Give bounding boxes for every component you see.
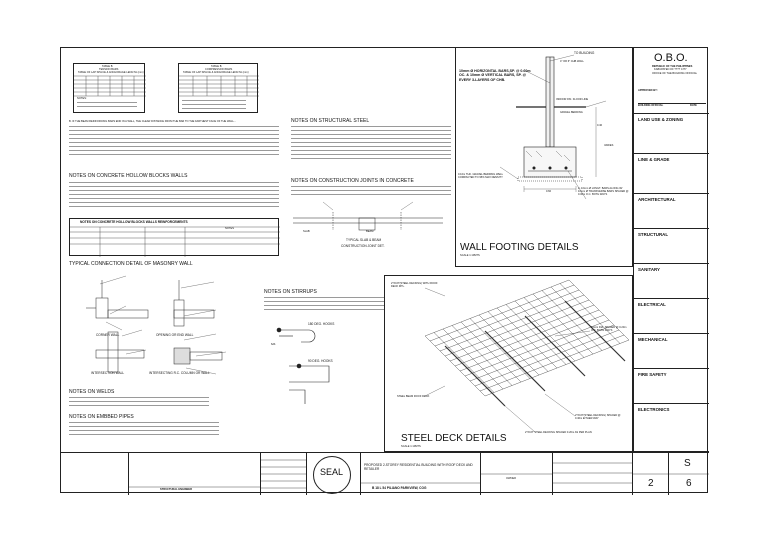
table-subtitle: COMPRESSION BARS [205, 68, 233, 71]
table-grid [179, 75, 259, 97]
chb-reinforcement-table: NOTES ON CONCRETE HOLLOW BLOCKS WALLS RE… [69, 218, 280, 257]
slab-beam-caption-2: CONSTRUCTION JOINT DET. [341, 244, 385, 248]
deck-label-4: 2"X0.8"(STEEL DECKING) SPACED @ 0.40m EI… [575, 414, 621, 421]
hooks-90-label: 90 DEG. HOOKS [308, 359, 333, 363]
bottom-bars-note: 2- 10mm Ø LONGT. BARS ALONG W/ 10mm Ø TR… [578, 187, 629, 197]
deck-label-3: STEEL BEAM ROOF DECK [397, 395, 430, 398]
db6-label: 6db [271, 343, 276, 346]
steel-deck-scale: SCALE 1:10MTS [401, 445, 421, 448]
table-caption: TABLE OF LAP SPLICE & ANCHORAGE LENGTH (… [183, 71, 249, 74]
compacted-gravel-note: 0.10m THK. GRAVEL BEDDING WELL COMPACTED… [458, 173, 503, 180]
wall-label: 4" OR 6" CHB WALL [560, 60, 584, 63]
stirrups-notes-title: NOTES ON STIRRUPS [264, 289, 317, 295]
project-location: B 18 L 54 PILIANO PARKVIEW, COG [372, 486, 427, 490]
rebar-notes: B. IF THE BEAM REINFORCING BARS END IN A… [69, 120, 237, 123]
table-caption: TABLE OF LAP SPLICE & ANCHORAGE LENGTH (… [78, 71, 144, 74]
approval-row: STRUCTURAL [634, 228, 709, 264]
approval-row: LAND USE & ZONING [634, 113, 709, 149]
table-title: TABLE B [102, 65, 113, 68]
compression-bars-table: TABLE B COMPRESSION BARS TABLE OF LAP SP… [178, 63, 259, 113]
approval-row: ELECTRONICS [634, 403, 709, 439]
title-block: STRUCTURAL ENGINEER SEAL PROPOSED 2-STOR… [60, 452, 709, 495]
date-label: DATE [690, 104, 697, 107]
wall-footing-title: WALL FOOTING DETAILS [460, 242, 579, 253]
construction-joints-notes-title: NOTES ON CONSTRUCTION JOINTS IN CONCRETE [291, 178, 414, 184]
tension-bars-table: TABLE B TENSION BARS TABLE OF LAP SPLICE… [73, 63, 146, 113]
hooks-180-label: 180 DEG. HOOKS [308, 322, 335, 326]
approval-row-label: FIRE SAFETY [638, 372, 667, 377]
approval-row-label: LINE & GRADE [638, 157, 670, 162]
sheet-label: S [684, 458, 691, 469]
seal-circle [313, 456, 351, 494]
steel-deck-panel: 2"X0.8"(STEEL DECKING) WITH ROOF DECK MT… [384, 275, 633, 452]
approval-row-label: SANITARY [638, 267, 660, 272]
stirrup-hooks-diagram [276, 327, 330, 404]
approval-row: SANITARY [634, 263, 709, 299]
table-grid [74, 75, 146, 97]
masonry-wall-diagrams [86, 275, 227, 375]
welds-notes-title: NOTES ON WELDS [69, 389, 115, 395]
wall-footing-drawing [499, 54, 607, 200]
chb-notes-title: NOTES ON CONCRETE HOLLOW BLOCKS WALLS [69, 173, 188, 179]
dim-varies: VARIES [604, 144, 614, 147]
drawing-sheet: TABLE B TENSION BARS TABLE OF LAP SPLICE… [60, 47, 709, 495]
city-label: KABUPATEN OF ???? CITY [654, 68, 687, 71]
masonry-detail-title: TYPICAL CONNECTION DETAIL OF MASONRY WAL… [69, 261, 193, 267]
dim-0-40: 0.40 [597, 124, 603, 127]
floor-line-label: INDOOR FIN. FLOOR LINE [556, 98, 589, 101]
structural-engineer-label: STRUCTURAL ENGINEER [160, 488, 192, 491]
office-label: OFFICE OF THE BUILDING OFFICIAL [652, 72, 698, 75]
steel-deck-drawing [424, 279, 630, 433]
seal-label: SEAL [320, 467, 344, 477]
approval-row: LINE & GRADE [634, 153, 709, 189]
gravel-label: GRAVEL BEDDING [560, 111, 583, 114]
building-official-label: BUILDING OFFICIAL [638, 104, 664, 107]
intersecting-column-label: INTERSECTING R.C. COLUMN OR WALL [149, 371, 210, 375]
deck-label-2: 10mm DIA. SPACED @ 0.20m O.C. BOTH WAYS [591, 326, 627, 333]
embed-pipes-notes-title: NOTES ON EMBBED PIPES [69, 414, 134, 420]
rebar-notes-lines [69, 126, 279, 158]
approval-row-label: ELECTRONICS [638, 407, 670, 412]
obo-title: O.B.O. [654, 52, 688, 64]
approval-row: FIRE SAFETY [634, 368, 709, 404]
table-subtitle: TENSION BARS [99, 68, 119, 71]
approved-by-label: APPROVED BY: [638, 89, 658, 92]
slab-label: SLAB [303, 230, 310, 233]
sheet-number: 2 [648, 478, 654, 489]
slab-beam-caption: TYPICAL SLAB & BEAM [346, 238, 382, 242]
slab-beam-joint-diagram [293, 201, 443, 231]
approval-row-label: LAND USE & ZONING [638, 117, 684, 122]
deck-label-1: 2"X0.8"(STEEL DECKING) WITH ROOF DECK MT… [391, 282, 438, 289]
owner-label: OWNER [506, 477, 516, 480]
deck-label-5: 2"X0.8" STEEL DECKING SPACED 0.20m AS PE… [525, 431, 592, 434]
intersection-wall-label: INTERSECTION WALL [91, 371, 125, 375]
approval-row-label: STRUCTURAL [638, 232, 668, 237]
project-title: PROPOSED 2-STOREY RESIDENTIAL BUILDING W… [364, 463, 473, 471]
beam-label: BEAM [366, 230, 374, 233]
wall-footing-scale: SCALE 1:10MTS [460, 254, 480, 257]
approval-row: MECHANICAL [634, 333, 709, 369]
approval-row: ARCHITECTURAL [634, 193, 709, 229]
corner-wall-label: CORNER WALL [96, 333, 120, 337]
table-title: TABLE B [211, 65, 222, 68]
chb-table-title: NOTES ON CONCRETE HOLLOW BLOCKS WALLS RE… [80, 220, 188, 224]
to-building-label: TO BUILDING [574, 51, 595, 55]
bars-note: 10mm Ø HORIZONTAL BARS,SP. @ 0.60m OC. &… [459, 69, 531, 82]
chb-table-col-notes: NOTES [225, 227, 234, 230]
dim-0-60: 0.60 [546, 190, 552, 193]
republic-label: REPUBLIC OF THE PHILIPPINES [652, 65, 693, 68]
wall-footing-panel: TO BUILDING 4" OR 6" CHB WALL 10mm Ø HOR… [455, 47, 633, 267]
opening-wall-label: OPENING OR END WALL [156, 333, 194, 337]
table-notes: NOTES: [77, 97, 87, 100]
approval-panel: O.B.O. REPUBLIC OF THE PHILIPPINES KABUP… [633, 47, 709, 452]
sheet-total: 6 [686, 478, 692, 489]
steel-deck-title: STEEL DECK DETAILS [401, 433, 507, 444]
approval-row-label: ELECTRICAL [638, 302, 666, 307]
structural-steel-notes-title: NOTES ON STRUCTURAL STEEL [291, 118, 370, 124]
approval-row-label: ARCHITECTURAL [638, 197, 676, 202]
approval-row-label: MECHANICAL [638, 337, 668, 342]
approval-row: ELECTRICAL [634, 298, 709, 334]
